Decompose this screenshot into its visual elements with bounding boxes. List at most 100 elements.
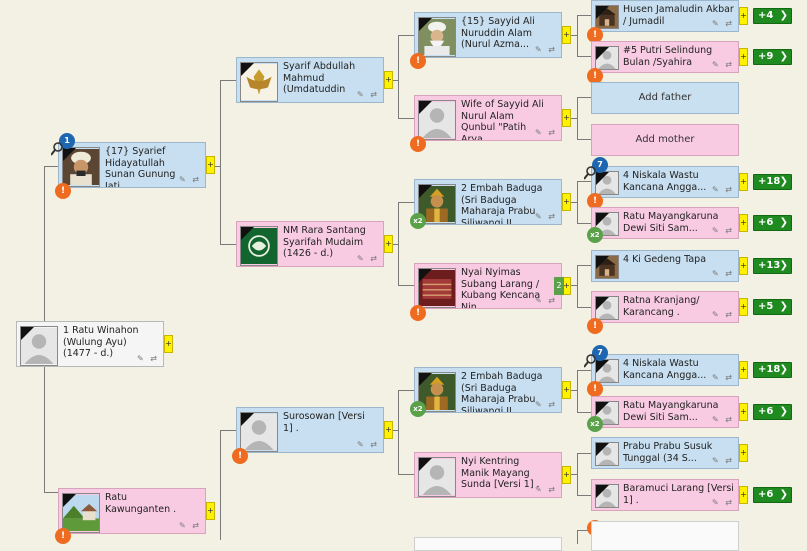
person-card[interactable]: Ratu Mayangkaruna Dewi Siti Sam...✎ ⇄	[591, 396, 739, 428]
person-card[interactable]: Wife of Sayyid Ali Nurul Alam Qunbul "Pa…	[414, 95, 562, 141]
person-photo[interactable]	[240, 226, 278, 266]
warning-icon[interactable]: !	[410, 305, 426, 321]
person-card[interactable]: Ratna Kranjang/ Karancang . ✎ ⇄	[591, 291, 739, 323]
card-tools-icon[interactable]: ✎ ⇄	[535, 127, 557, 137]
person-card[interactable]: Syarif Abdullah Mahmud (Umdatuddin✎ ⇄	[236, 57, 384, 103]
card-tools-icon[interactable]: ✎ ⇄	[357, 253, 379, 263]
expand-button[interactable]: +	[206, 156, 215, 174]
card-tools-icon[interactable]: ✎ ⇄	[712, 309, 734, 319]
person-name[interactable]: 2 Embah Baduga (Sri Baduga Maharaja Prab…	[461, 183, 543, 225]
person-card[interactable]: #5 Putri Selindung Bulan /Syahira✎ ⇄	[591, 41, 739, 73]
warning-icon[interactable]: !	[410, 136, 426, 152]
warning-icon[interactable]: !	[587, 68, 603, 84]
card-tools-icon[interactable]: ✎ ⇄	[137, 353, 159, 363]
expand-button[interactable]: +	[739, 486, 748, 504]
person-card[interactable]: Ratu Kawunganten .✎ ⇄	[58, 488, 206, 534]
expand-button[interactable]: +	[739, 7, 748, 25]
card-tools-icon[interactable]: ✎ ⇄	[712, 59, 734, 69]
warning-icon[interactable]: !	[232, 448, 248, 464]
person-card[interactable]: Baramuci Larang [Versi 1] .✎ ⇄	[591, 479, 739, 511]
warning-icon[interactable]: !	[587, 318, 603, 334]
warning-icon[interactable]: !	[587, 193, 603, 209]
card-tools-icon[interactable]: ✎ ⇄	[357, 439, 379, 449]
expand-button[interactable]: +	[562, 109, 571, 127]
person-name[interactable]: Baramuci Larang [Versi 1] .	[623, 483, 734, 506]
more-ancestors-button[interactable]: +4❯	[753, 8, 792, 24]
person-name[interactable]: Surosowan [Versi 1] .	[283, 411, 365, 434]
expand-button[interactable]: +	[739, 444, 748, 462]
expand-button[interactable]: +	[739, 48, 748, 66]
person-photo[interactable]	[595, 171, 619, 195]
person-card[interactable]: {17} Syarief Hidayatullah Sunan Gunung J…	[58, 142, 206, 188]
expand-button[interactable]: +	[739, 257, 748, 275]
warning-icon[interactable]: !	[587, 381, 603, 397]
expand-button[interactable]: +	[739, 214, 748, 232]
person-photo[interactable]	[418, 100, 456, 140]
expand-button[interactable]: +	[739, 361, 748, 379]
person-name[interactable]: 4 Ki Gedeng Tapa	[623, 254, 707, 265]
person-name[interactable]: Ratna Kranjang/ Karancang .	[623, 295, 700, 318]
multiple-parents-icon[interactable]: x2	[410, 213, 426, 229]
person-name[interactable]: Wife of Sayyid Ali Nurul Alam Qunbul "Pa…	[461, 99, 544, 141]
person-card[interactable]: {15} Sayyid Ali Nuruddin Alam (Nurul Azm…	[414, 12, 562, 58]
count-badge[interactable]: 7	[592, 157, 608, 173]
person-card[interactable]: 2 Embah Baduga (Sri Baduga Maharaja Prab…	[414, 367, 562, 413]
person-card[interactable]: 4 Ki Gedeng Tapa✎ ⇄	[591, 250, 739, 282]
person-name[interactable]: {15} Sayyid Ali Nuruddin Alam (Nurul Azm…	[461, 16, 535, 50]
person-name[interactable]: Ratu Mayangkaruna Dewi Siti Sam...	[623, 211, 719, 234]
person-photo[interactable]	[595, 359, 619, 383]
card-tools-icon[interactable]: ✎ ⇄	[712, 455, 734, 465]
card-tools-icon[interactable]: ✎ ⇄	[535, 484, 557, 494]
card-tools-icon[interactable]: ✎ ⇄	[179, 174, 201, 184]
person-name[interactable]: Nyi Kentring Manik Mayang Sunda [Versi 1…	[461, 456, 540, 490]
card-tools-icon[interactable]: ✎ ⇄	[712, 225, 734, 235]
magnifier-icon[interactable]	[50, 141, 63, 156]
count-badge[interactable]: 1	[59, 133, 75, 149]
person-photo[interactable]	[595, 442, 619, 466]
person-photo[interactable]	[595, 46, 619, 70]
card-tools-icon[interactable]: ✎ ⇄	[712, 184, 734, 194]
person-card[interactable]: Prabu Prabu Susuk Tunggal (34 S...✎ ⇄	[591, 437, 739, 469]
person-card[interactable]: Husen Jamaludin Akbar / Jumadil✎ ⇄	[591, 0, 739, 32]
warning-icon[interactable]: !	[55, 528, 71, 544]
person-name[interactable]: Nyai Nyimas Subang Larang / Kubang Kenca…	[461, 267, 541, 309]
multiple-parents-icon[interactable]: x2	[410, 401, 426, 417]
card-tools-icon[interactable]: ✎ ⇄	[535, 295, 557, 305]
expand-button[interactable]: +	[206, 502, 215, 520]
more-ancestors-button[interactable]: +9❯	[753, 49, 792, 65]
person-card[interactable]: Surosowan [Versi 1] . ✎ ⇄	[236, 407, 384, 453]
expand-button[interactable]: +	[384, 71, 393, 89]
person-photo[interactable]	[240, 412, 278, 452]
person-card[interactable]: 2 Embah Baduga (Sri Baduga Maharaja Prab…	[414, 179, 562, 225]
person-photo[interactable]	[20, 326, 58, 366]
person-name[interactable]: Syarif Abdullah Mahmud (Umdatuddin	[283, 61, 356, 95]
person-photo[interactable]	[62, 147, 100, 187]
add-father-button[interactable]: Add father	[591, 82, 739, 114]
card-tools-icon[interactable]: ✎ ⇄	[357, 89, 379, 99]
expand-button[interactable]: +	[562, 381, 571, 399]
magnifier-icon[interactable]	[583, 353, 596, 368]
more-ancestors-button[interactable]: +6❯	[753, 404, 792, 420]
person-photo[interactable]	[595, 484, 619, 508]
multiple-parents-icon[interactable]: x2	[587, 227, 603, 243]
expand-button[interactable]: +	[164, 335, 173, 353]
person-card[interactable]: 4 Niskala Wastu Kancana Angga...✎ ⇄	[591, 354, 739, 386]
warning-icon[interactable]: !	[55, 183, 71, 199]
person-card[interactable]: 1 Ratu Winahon (Wulung Ayu) (1477 - d.)✎…	[16, 321, 164, 367]
person-photo[interactable]	[595, 5, 619, 29]
person-card[interactable]: Ratu Mayangkaruna Dewi Siti Sam...✎ ⇄	[591, 207, 739, 239]
person-name[interactable]: Ratu Mayangkaruna Dewi Siti Sam...	[623, 400, 719, 423]
expand-button[interactable]: +	[739, 173, 748, 191]
person-photo[interactable]	[240, 62, 278, 102]
expand-button[interactable]: +	[562, 193, 571, 211]
person-photo[interactable]	[418, 184, 456, 224]
card-tools-icon[interactable]: ✎ ⇄	[179, 520, 201, 530]
expand-button[interactable]: +	[562, 26, 571, 44]
warning-icon[interactable]: !	[410, 53, 426, 69]
person-name[interactable]: #5 Putri Selindung Bulan /Syahira	[623, 45, 713, 68]
person-photo[interactable]	[418, 457, 456, 497]
person-name[interactable]: 4 Niskala Wastu Kancana Angga...	[623, 170, 707, 193]
more-ancestors-button[interactable]: +18❯	[753, 174, 792, 190]
person-name[interactable]: Husen Jamaludin Akbar / Jumadil	[623, 4, 734, 27]
card-tools-icon[interactable]: ✎ ⇄	[535, 211, 557, 221]
